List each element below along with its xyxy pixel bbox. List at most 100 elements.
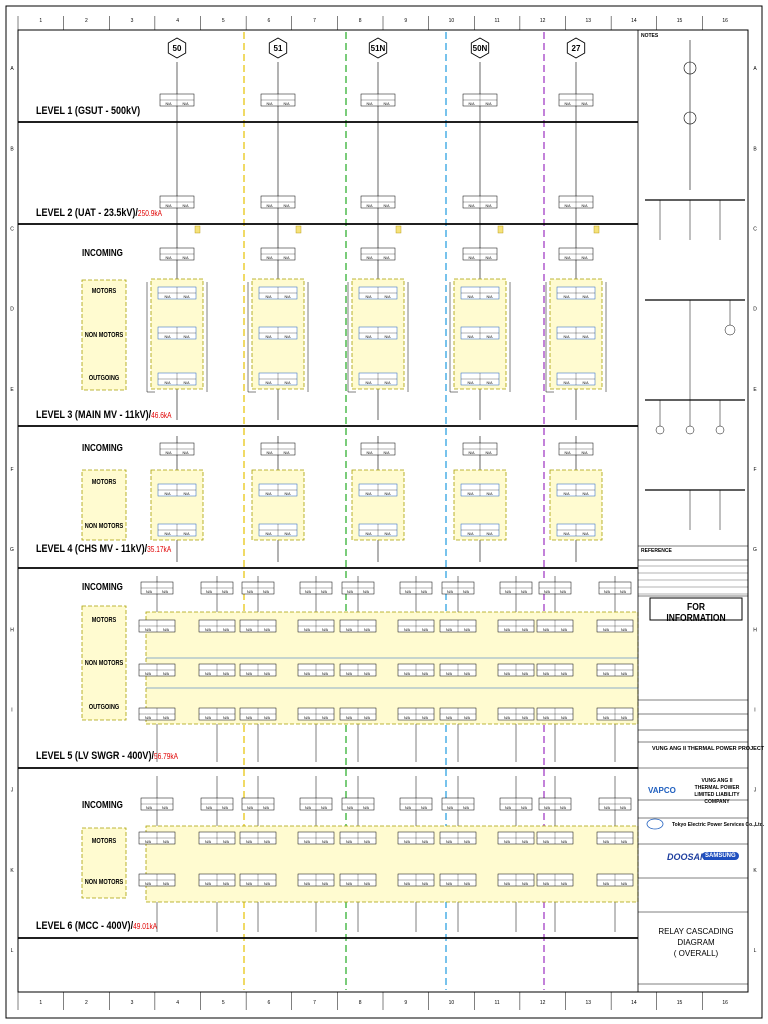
grid-column-label: 3 [131, 18, 134, 24]
cell-value: N/A [543, 716, 550, 720]
grid-column-label: 11 [494, 18, 499, 24]
cell-value: N/A [163, 672, 170, 676]
title-block-frame [637, 29, 749, 993]
cell-value: N/A [620, 590, 627, 594]
notes-label: NOTES [641, 33, 659, 39]
grid-row-label: I [754, 707, 755, 713]
cell-value: N/A [163, 882, 170, 886]
cell-value: N/A [367, 204, 374, 208]
grid-row-label: E [10, 387, 14, 393]
cell-value: N/A [165, 492, 172, 496]
cell-value: N/A [582, 204, 589, 208]
reference-label: REFERENCE [641, 548, 672, 554]
relay-hexagon [167, 37, 187, 59]
cell-value: N/A [205, 672, 212, 676]
cell-value: N/A [205, 716, 212, 720]
grid-row-label: B [753, 146, 757, 152]
cell-value: N/A [347, 590, 354, 594]
title-block [637, 29, 749, 993]
cell-value: N/A [565, 102, 572, 106]
cell-value: N/A [366, 295, 373, 299]
cell-value: N/A [346, 672, 353, 676]
cell-value: N/A [366, 335, 373, 339]
cell-value: N/A [304, 672, 311, 676]
cell-value: N/A [583, 381, 590, 385]
cell-value: N/A [263, 590, 270, 594]
grid-column-label: 10 [449, 18, 455, 24]
cell-value: N/A [385, 295, 392, 299]
cell-value: N/A [385, 335, 392, 339]
category-box [81, 605, 127, 721]
cell-value: N/A [422, 716, 429, 720]
grid-column-label: 5 [222, 18, 225, 24]
grid-row-label: F [753, 467, 756, 473]
cell-value: N/A [285, 381, 292, 385]
branch-wire [347, 282, 356, 393]
grid-row-label: I [11, 707, 12, 713]
grid-column-label: 16 [722, 1000, 728, 1006]
outer-border [5, 5, 763, 1019]
cell-value: N/A [561, 840, 568, 844]
cell-value: N/A [384, 451, 391, 455]
cell-value: N/A [367, 451, 374, 455]
cell-value: N/A [621, 882, 628, 886]
cell-value: N/A [183, 204, 190, 208]
cell-value: N/A [321, 806, 328, 810]
cell-value: N/A [522, 628, 529, 632]
branch-wire [545, 282, 554, 393]
cell-value: N/A [561, 672, 568, 676]
cell-value: N/A [266, 532, 273, 536]
for-information-box [649, 597, 743, 621]
incoming-label: INCOMING [82, 800, 123, 811]
cell-value: N/A [184, 335, 191, 339]
cell-value: N/A [384, 204, 391, 208]
grid-column-label: 2 [85, 1000, 88, 1006]
cell-value: N/A [247, 590, 254, 594]
branch-wire [146, 282, 155, 393]
grid-column-label: 16 [722, 18, 728, 24]
cell-value: N/A [267, 102, 274, 106]
drawing-title-line-1: RELAY CASCADING DIAGRAM [658, 927, 734, 947]
category-label-motors: MOTORS [91, 838, 117, 845]
cell-value: N/A [284, 204, 291, 208]
cell-value: N/A [565, 256, 572, 260]
cell-value: N/A [146, 590, 153, 594]
relay-cells: N/A N/A N/A N/A N/A N/A N/A N/A N/A N/A N/A N/A N/A N… [138, 93, 634, 887]
cell-value: N/A [564, 381, 571, 385]
grid-column-label: 12 [540, 1000, 546, 1006]
cell-value: N/A [446, 672, 453, 676]
cell-value: N/A [223, 840, 230, 844]
cell-value: N/A [304, 628, 311, 632]
cell-value: N/A [544, 590, 551, 594]
category-label-motors: MOTORS [91, 479, 117, 486]
grid-column-label: 10 [449, 1000, 455, 1006]
cell-value: N/A [564, 492, 571, 496]
category-box [81, 279, 127, 391]
relay-marker [497, 225, 504, 234]
cell-value: N/A [263, 806, 270, 810]
cell-value: N/A [464, 716, 471, 720]
engineer-name: Tokyo Electric Power Services Co.,Ltd. [672, 822, 765, 828]
cell-value: N/A [486, 204, 493, 208]
level-label-6: LEVEL 6 (MCC - 400V)/49.01kA [36, 920, 157, 932]
cell-value: N/A [246, 672, 253, 676]
cell-value: N/A [346, 716, 353, 720]
relay-marker [395, 225, 402, 234]
grid-column-label: 13 [586, 1000, 592, 1006]
cell-value: N/A [267, 256, 274, 260]
cell-value: N/A [146, 806, 153, 810]
cell-value: N/A [422, 672, 429, 676]
grid-row-label: J [11, 788, 14, 794]
cell-value: N/A [404, 628, 411, 632]
relay-hexagon [566, 37, 586, 59]
cell-value: N/A [421, 590, 428, 594]
category-label-non_motors: NON MOTORS [84, 332, 124, 339]
cell-value: N/A [322, 716, 329, 720]
grid-column-label: 9 [404, 1000, 407, 1006]
incoming-label: INCOMING [82, 443, 123, 454]
cell-value: N/A [603, 840, 610, 844]
grid-column-label: 4 [176, 18, 179, 24]
cell-value: N/A [165, 295, 172, 299]
